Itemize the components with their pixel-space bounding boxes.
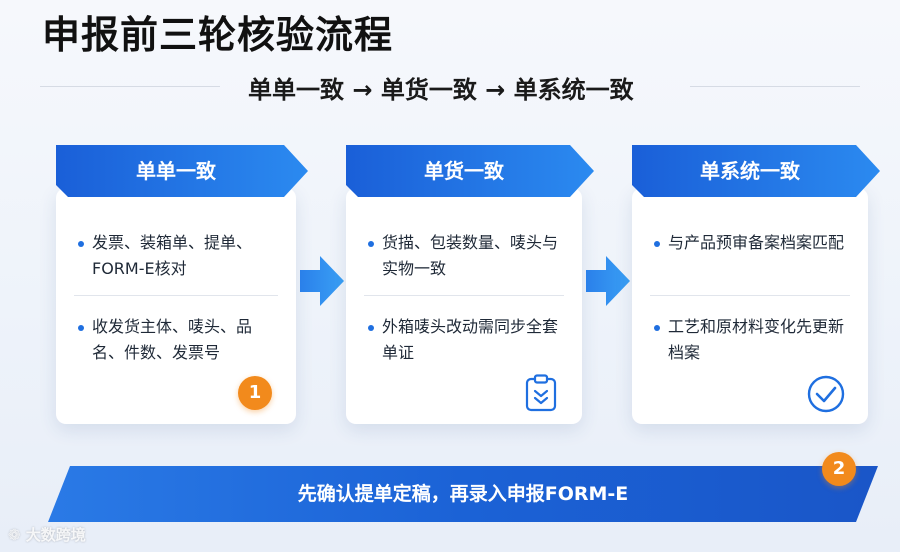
step-badge: 1 [238, 376, 272, 410]
bullet-dot [78, 325, 84, 331]
card-system-consistency: 单系统一致 与产品预审备案档案匹配 工艺和原材料变化先更新档案 [632, 145, 880, 424]
card-title: 单货一致 [424, 159, 504, 183]
page-title: 申报前三轮核验流程 [42, 13, 394, 57]
banner-shape [346, 145, 594, 197]
card-item: 收发货主体、唛头、品名、件数、发票号 [78, 314, 282, 366]
card-document-consistency: 单单一致 发票、装箱单、提单、FORM-E核对 收发货主体、唛头、品名、件数、发… [56, 145, 308, 424]
summary-bar-shape [48, 466, 878, 522]
item-text: 与产品预审备案档案匹配 [668, 233, 845, 252]
watermark: ❁ 大数跨境 [8, 524, 86, 545]
flow-subtitle: 单单一致 → 单货一致 → 单系统一致 [248, 76, 634, 104]
card-title: 单系统一致 [700, 159, 800, 183]
flow-arrow-icon [586, 256, 630, 306]
check-circle-icon [807, 375, 845, 413]
step-badge: 2 [822, 452, 856, 486]
card-banner: 单货一致 [346, 145, 596, 197]
item-divider [74, 295, 278, 296]
card-title: 单单一致 [136, 159, 216, 183]
watermark-text: 大数跨境 [25, 526, 86, 544]
card-item: 与产品预审备案档案匹配 [654, 230, 854, 256]
item-text: 外箱唛头改动需同步全套单证 [382, 317, 559, 362]
item-divider [364, 295, 564, 296]
item-text: 收发货主体、唛头、品名、件数、发票号 [92, 317, 253, 362]
bullet-dot [654, 241, 660, 247]
bullet-dot [654, 325, 660, 331]
card-item: 货描、包装数量、唛头与实物一致 [368, 230, 568, 282]
watermark-logo-icon: ❁ [8, 526, 26, 544]
card-banner: 单单一致 [56, 145, 310, 197]
banner-shape [56, 145, 308, 197]
banner-shape [632, 145, 880, 197]
card-item: 发票、装箱单、提单、FORM-E核对 [78, 230, 282, 282]
summary-text: 先确认提单定稿，再录入申报FORM-E [297, 483, 629, 505]
bullet-dot [78, 241, 84, 247]
card-item: 外箱唛头改动需同步全套单证 [368, 314, 568, 366]
card-banner: 单系统一致 [632, 145, 882, 197]
item-text: 货描、包装数量、唛头与实物一致 [382, 233, 559, 278]
bullet-dot [368, 241, 374, 247]
title-rule-right [690, 86, 860, 87]
item-text: 工艺和原材料变化先更新档案 [668, 317, 845, 362]
item-text: 发票、装箱单、提单、FORM-E核对 [92, 233, 253, 278]
title-rule-left [40, 86, 220, 87]
card-item: 工艺和原材料变化先更新档案 [654, 314, 854, 366]
item-divider [650, 295, 850, 296]
bullet-dot [368, 325, 374, 331]
clipboard-check-icon [525, 374, 557, 412]
flow-arrow-icon [300, 256, 344, 306]
summary-bar: 先确认提单定稿，再录入申报FORM-E [48, 466, 878, 522]
card-goods-consistency: 单货一致 货描、包装数量、唛头与实物一致 外箱唛头改动需同步全套单证 [346, 145, 594, 424]
